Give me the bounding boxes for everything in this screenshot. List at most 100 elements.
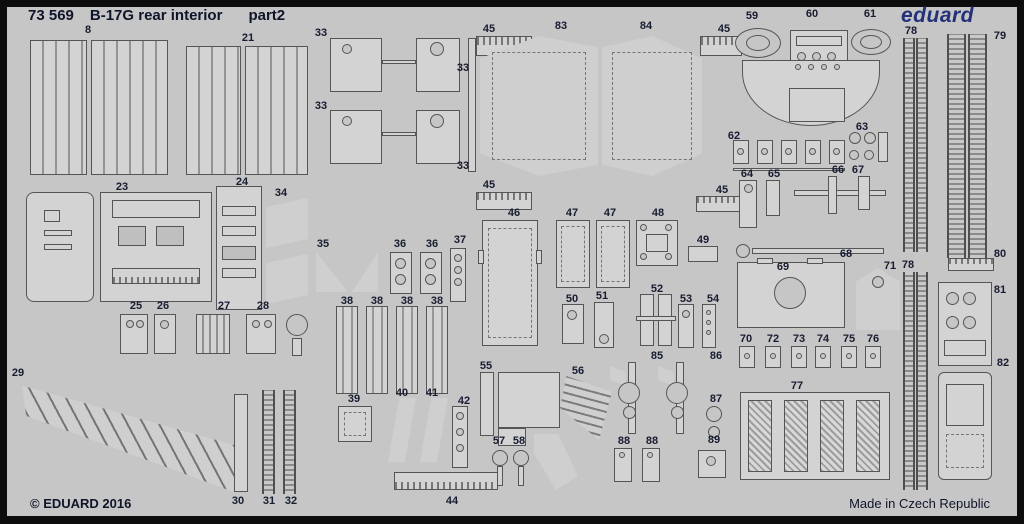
hole	[785, 148, 792, 155]
hole	[456, 444, 464, 452]
hole	[808, 64, 814, 70]
pe-part-38-channel	[336, 306, 358, 394]
pe-part-34-wedge	[266, 254, 308, 304]
part-label: 24	[235, 176, 249, 188]
pe-detail	[222, 268, 256, 278]
hole	[821, 64, 827, 70]
hole	[796, 353, 802, 359]
hole	[430, 114, 444, 128]
hole	[126, 320, 134, 328]
pe-part-34-wedge	[266, 198, 308, 248]
pe-part-78-strip	[916, 272, 928, 490]
part-label: 35	[316, 238, 330, 250]
hole	[746, 35, 770, 51]
pe-rail	[733, 168, 845, 171]
sheet-header: 73 569 B-17G rear interior part2	[28, 7, 285, 24]
hole	[395, 274, 406, 285]
hole	[872, 276, 884, 288]
pe-part-66	[828, 176, 837, 214]
pe-part-30-strip	[234, 394, 248, 492]
pe-part-8-panel-right	[91, 40, 168, 175]
hole	[774, 277, 806, 309]
part-label: 69	[776, 261, 790, 273]
part-label: 79	[993, 30, 1007, 42]
pe-part-63	[878, 132, 888, 162]
part-label: 52	[650, 283, 664, 295]
part-label: 47	[565, 207, 579, 219]
part-label: 8	[84, 24, 92, 36]
part-label: 30	[231, 495, 245, 507]
part-label: 36	[393, 238, 407, 250]
part-label: 56	[571, 365, 585, 377]
part-label: 81	[993, 284, 1007, 296]
hole	[795, 64, 801, 70]
pe-part-67	[858, 176, 870, 210]
pe-detail	[222, 246, 256, 260]
hole	[820, 353, 826, 359]
hole	[618, 382, 640, 404]
pe-part-33-rod	[382, 60, 416, 64]
pe-detail	[946, 384, 984, 426]
part-label: 88	[617, 435, 631, 447]
part-label: 26	[156, 300, 170, 312]
pe-part-25	[120, 314, 148, 354]
pe-part-55-panel	[498, 372, 560, 428]
pe-tread	[856, 400, 880, 472]
part-label: 25	[129, 300, 143, 312]
pe-part-33-bracket	[330, 110, 382, 164]
copyright-text: © EDUARD 2016	[30, 496, 132, 511]
pe-part-79-strip	[947, 34, 966, 258]
hole	[395, 258, 406, 269]
hole	[264, 320, 272, 328]
part-label: 38	[340, 295, 354, 307]
pe-part-55-strip	[480, 372, 494, 436]
pe-part-85-flap	[610, 366, 626, 386]
fold-line	[344, 412, 366, 436]
part-label: 23	[115, 181, 129, 193]
hole	[454, 266, 462, 274]
part-label: 32	[284, 495, 298, 507]
hole	[860, 35, 882, 49]
pe-detail	[497, 466, 503, 486]
pe-detail	[44, 210, 60, 222]
hole	[430, 42, 444, 56]
hole	[647, 452, 653, 458]
pe-part-44-comb	[394, 472, 498, 490]
hole	[454, 278, 462, 286]
pe-part-79-strip	[968, 34, 987, 258]
fold-line	[946, 434, 984, 468]
hole	[761, 148, 768, 155]
part-label: 62	[727, 130, 741, 142]
hole	[425, 274, 436, 285]
pe-tread	[820, 400, 844, 472]
part-label: 63	[855, 121, 869, 133]
pe-window	[118, 226, 146, 246]
hole	[456, 428, 464, 436]
hole	[160, 320, 169, 329]
pe-part-33-bracket	[330, 38, 382, 92]
hole	[846, 353, 852, 359]
hole	[623, 406, 636, 419]
part-label: 50	[565, 293, 579, 305]
pe-part-42-strip	[452, 406, 468, 468]
hole	[665, 224, 672, 231]
part-label: 74	[816, 333, 830, 345]
pe-part-33-rod	[382, 132, 416, 136]
hole	[963, 316, 976, 329]
part-label: 38	[430, 295, 444, 307]
part-label: 42	[457, 395, 471, 407]
part-label: 64	[740, 168, 754, 180]
part-label: 40	[395, 387, 409, 399]
pe-part-54	[702, 304, 716, 348]
pe-part-28	[246, 314, 276, 354]
part-label: 53	[679, 293, 693, 305]
part-label: 77	[790, 380, 804, 392]
fold-line	[488, 228, 532, 338]
pe-detail	[222, 226, 256, 236]
pe-part-63	[849, 132, 861, 144]
pe-part-65	[766, 180, 780, 216]
hole	[454, 254, 462, 262]
pe-part-21-panel-left	[186, 46, 241, 175]
part-label: 58	[512, 435, 526, 447]
